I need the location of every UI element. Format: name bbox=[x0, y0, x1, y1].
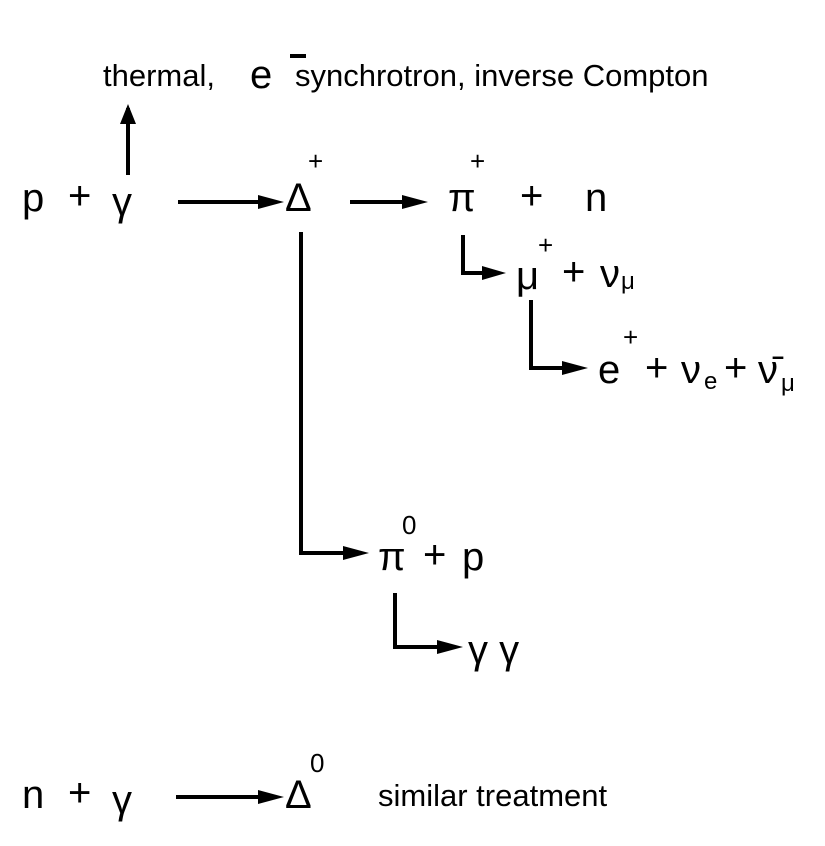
arrow-to-neutral-pion bbox=[299, 232, 350, 555]
muon-neutrino-symbol: ν bbox=[600, 252, 620, 296]
arrowhead-neutral-pion bbox=[343, 546, 369, 560]
pion-plus-charge: + bbox=[470, 146, 486, 176]
arrowhead-delta-plus bbox=[258, 195, 284, 209]
electron-neutrino-flavor: e bbox=[704, 368, 718, 395]
plus-sign: + bbox=[68, 771, 92, 815]
electron-charge-mark bbox=[290, 54, 306, 58]
loss-prefix: thermal, bbox=[103, 58, 215, 93]
photon-symbol: γ bbox=[112, 778, 132, 822]
pion-plus-symbol: π bbox=[448, 176, 476, 220]
loss-suffix: synchrotron, inverse Compton bbox=[295, 58, 709, 93]
arrowhead-gammas bbox=[437, 640, 463, 654]
photon-symbol: γ bbox=[112, 180, 132, 224]
muon-antineutrino-flavor: μ bbox=[781, 370, 795, 397]
gamma-pair: γ γ bbox=[468, 628, 520, 672]
arrowhead-positron bbox=[562, 361, 588, 375]
muon-charge: + bbox=[538, 230, 554, 260]
arrow-to-positron bbox=[529, 300, 570, 370]
similar-treatment-note: similar treatment bbox=[378, 778, 608, 813]
arrow-to-muon bbox=[461, 235, 490, 275]
plus-sign: + bbox=[68, 174, 92, 218]
neutron-symbol: n bbox=[22, 773, 45, 817]
proton-symbol: p bbox=[462, 535, 485, 579]
neutral-pion-symbol: π bbox=[378, 535, 406, 579]
delta-zero-charge: 0 bbox=[310, 748, 325, 778]
muon-neutrino-flavor: μ bbox=[621, 268, 635, 295]
positron-symbol: e bbox=[598, 348, 621, 392]
plus-sign: + bbox=[645, 346, 669, 390]
muon-antineutrino-symbol: ν̄ bbox=[758, 348, 778, 392]
neutron-symbol: n bbox=[585, 176, 608, 220]
plus-sign: + bbox=[520, 174, 544, 218]
loss-electron: e bbox=[250, 53, 273, 97]
arrow-to-gammas bbox=[393, 593, 445, 649]
positron-charge: + bbox=[623, 322, 639, 352]
electron-neutrino-symbol: ν bbox=[681, 348, 701, 392]
delta-plus-symbol: Δ bbox=[285, 176, 312, 220]
arrowhead-pion-plus bbox=[402, 195, 428, 209]
neutral-pion-charge: 0 bbox=[402, 510, 417, 540]
delta-plus-charge: + bbox=[308, 146, 324, 176]
loss-arrowhead bbox=[120, 104, 136, 124]
plus-sign: + bbox=[724, 346, 748, 390]
proton-symbol: p bbox=[22, 176, 45, 220]
muon-symbol: μ bbox=[516, 254, 540, 298]
arrowhead-delta-zero bbox=[258, 790, 284, 804]
plus-sign: + bbox=[562, 250, 586, 294]
delta-zero-symbol: Δ bbox=[285, 773, 312, 817]
plus-sign: + bbox=[423, 533, 447, 577]
arrowhead-muon bbox=[482, 266, 506, 280]
